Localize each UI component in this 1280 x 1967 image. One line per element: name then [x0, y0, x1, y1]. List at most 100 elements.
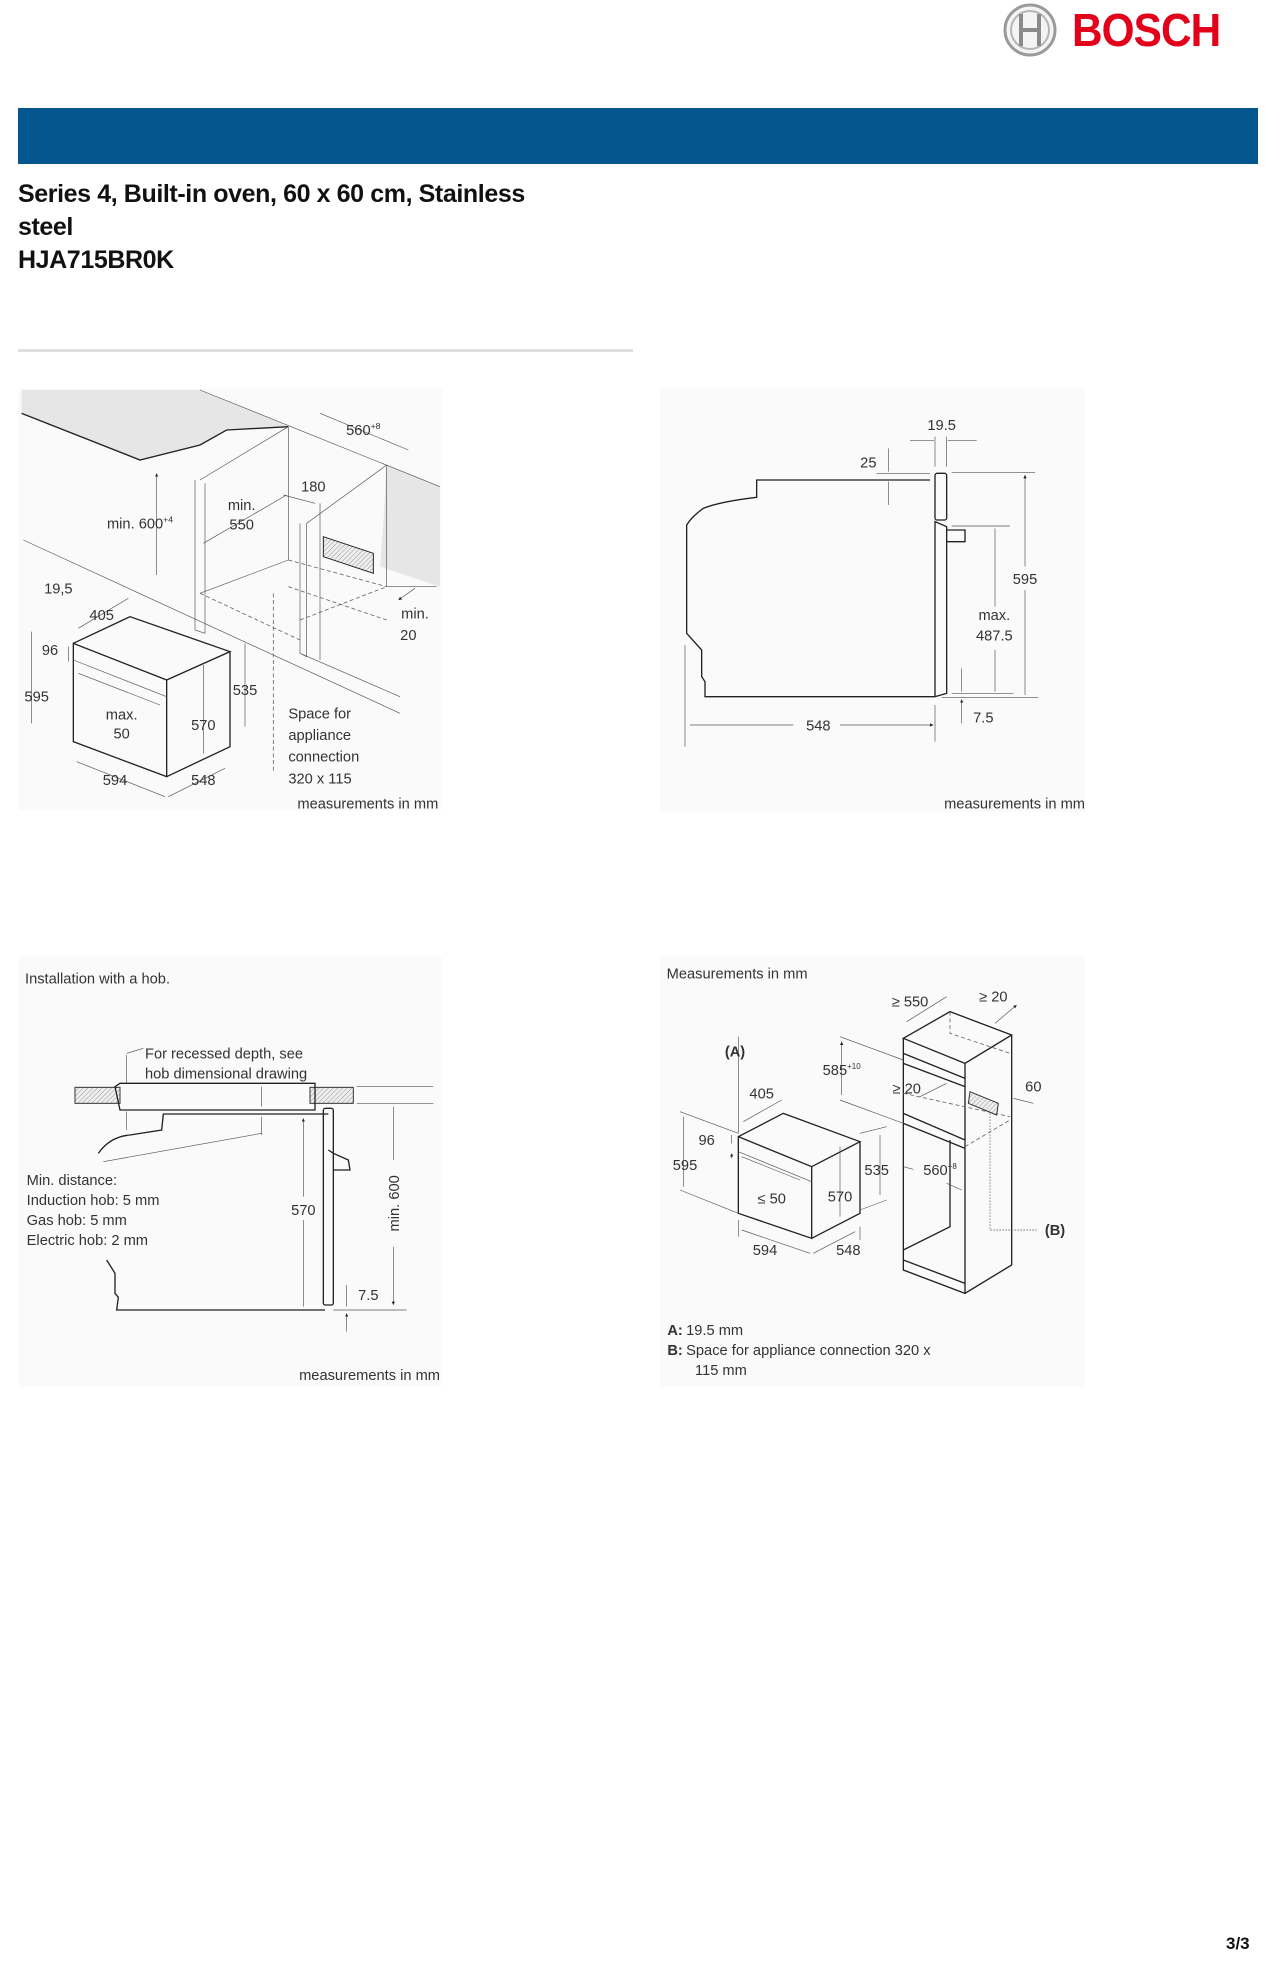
induction-hob-distance: Induction hob: 5 mm — [27, 1193, 160, 1209]
connection-space — [967, 1090, 999, 1116]
legend-b-key: B: — [667, 1343, 682, 1359]
dim-7-5: 7.5 — [973, 711, 993, 727]
dim-535: 535 — [864, 1163, 888, 1179]
dim-25: 25 — [860, 455, 876, 471]
dim-595: 595 — [1013, 572, 1037, 588]
product-title: Series 4, Built-in oven, 60 x 60 cm, Sta… — [18, 178, 658, 277]
dim-595: 595 — [673, 1158, 697, 1174]
diagram-background — [18, 956, 442, 1387]
worktop-edge — [21, 412, 289, 461]
min-distance-heading: Min. distance: — [27, 1173, 117, 1189]
dim-570: 570 — [291, 1203, 315, 1219]
oven-outline — [97, 1113, 329, 1311]
title-line-2: steel — [18, 213, 73, 241]
units-note: measurements in mm — [297, 796, 438, 812]
diagram-side-view: 19.5 25 595 max. 487.5 548 7.5 measureme… — [660, 388, 1085, 812]
dim-max-label: max. — [978, 608, 1010, 624]
dim-560: 560+8 — [923, 1162, 957, 1179]
label-a: (A) — [725, 1045, 745, 1061]
space-note-4: 320 x 115 — [288, 771, 351, 787]
space-note-1: Space for — [288, 706, 351, 722]
dim-min600-tolerance: +4 — [163, 514, 173, 524]
title-line-1: Series 4, Built-in oven, 60 x 60 cm, Sta… — [18, 180, 525, 208]
dim-min550-label: min. — [228, 498, 256, 514]
dim-60: 60 — [1025, 1080, 1041, 1096]
dimension-lines — [31, 413, 416, 797]
legend-b-text-1: Space for appliance connection 320 x — [686, 1343, 931, 1359]
b-leader-line — [989, 1113, 1037, 1231]
dim-560: 560+8 — [346, 421, 381, 439]
dimension-arrows — [126, 1055, 347, 1332]
dim-535: 535 — [233, 683, 257, 699]
bosch-logo: BOSCH — [1002, 2, 1264, 58]
dim-min550-value: 550 — [229, 517, 253, 533]
dim-max50-value: 50 — [114, 726, 130, 742]
recess-note-1: For recessed depth, see — [145, 1046, 303, 1062]
dim-405: 405 — [89, 608, 113, 624]
dimension-arrows — [888, 440, 977, 724]
dim-594: 594 — [753, 1243, 777, 1259]
dimension-lines — [683, 996, 1016, 1254]
electric-hob-distance: Electric hob: 2 mm — [27, 1233, 148, 1249]
dim-585-tolerance: +10 — [847, 1062, 861, 1071]
recess-note-2: hob dimensional drawing — [145, 1066, 307, 1082]
page-number: 3/3 — [1226, 1934, 1250, 1953]
units-note: measurements in mm — [299, 1368, 440, 1384]
dim-96: 96 — [42, 643, 58, 659]
bosch-armature-icon — [1003, 3, 1057, 57]
reference-lines — [103, 1048, 434, 1311]
oven-body-outline — [686, 479, 935, 698]
dim-570: 570 — [191, 718, 215, 734]
dim-560-value: 560 — [346, 423, 370, 439]
dim-19-5: 19.5 — [927, 418, 956, 434]
dim-7-5: 7.5 — [358, 1288, 378, 1304]
dim-595: 595 — [24, 690, 48, 706]
legend-b: B:Space for appliance connection 320 x — [667, 1343, 931, 1359]
legend-a-text: 19.5 mm — [686, 1323, 743, 1339]
oven-body — [72, 615, 232, 778]
worktop-right — [309, 1086, 354, 1104]
dim-548: 548 — [836, 1243, 860, 1259]
dim-ge20-top: ≥ 20 — [979, 990, 1007, 1006]
dim-560-tolerance: +8 — [371, 421, 381, 431]
worktop-left — [74, 1086, 121, 1104]
dim-487-5: 487.5 — [976, 629, 1013, 645]
dim-570: 570 — [828, 1190, 852, 1206]
worktop — [21, 390, 289, 460]
dim-96: 96 — [699, 1133, 715, 1149]
dim-min600-value: min. 600 — [107, 516, 163, 532]
dim-ge20-mid: ≥ 20 — [892, 1081, 920, 1097]
dim-min600: min. 600+4 — [107, 514, 173, 532]
dim-ge550: ≥ 550 — [892, 995, 929, 1011]
dim-180: 180 — [301, 480, 325, 496]
dim-548: 548 — [806, 719, 830, 735]
diagram-heading: Measurements in mm — [667, 966, 808, 982]
hob — [114, 1082, 316, 1111]
legend-a: A:19.5 mm — [667, 1323, 743, 1339]
oven-door-lines — [73, 659, 167, 706]
model-number: HJA715BR0K — [18, 246, 174, 274]
dim-560-tolerance: +8 — [948, 1162, 958, 1171]
oven-body — [737, 1112, 862, 1240]
diagram-background — [660, 388, 1085, 812]
dim-405: 405 — [749, 1086, 773, 1102]
niche-hidden-lines — [199, 559, 387, 774]
dim-min600: min. 600 — [387, 1175, 403, 1231]
dim-min20-label: min. — [401, 606, 429, 622]
dim-560-value: 560 — [923, 1163, 947, 1179]
diagram-cabinet-installation: 560+8 180 min. 550 min. 600+4 19,5 405 9… — [18, 388, 442, 812]
dim-max50-label: max. — [106, 707, 138, 723]
dim-548: 548 — [191, 773, 215, 789]
diagram-hob-installation: Installation with a hob. For recessed de… — [18, 956, 442, 1387]
space-note-3: connection — [288, 750, 359, 766]
dimension-arrows — [732, 1083, 1034, 1191]
dim-585-value: 585 — [823, 1063, 847, 1079]
divider — [18, 349, 633, 352]
dim-le50: ≤ 50 — [757, 1191, 785, 1207]
space-note-2: appliance — [288, 728, 351, 744]
dim-19-5: 19,5 — [44, 581, 73, 597]
label-b: (B) — [1045, 1223, 1065, 1239]
gas-hob-distance: Gas hob: 5 mm — [27, 1213, 127, 1229]
diagram-tall-housing: Measurements in mm ≥ 550 ≥ 20 (A) 585+10… — [660, 956, 1085, 1387]
header-bar — [18, 108, 1258, 164]
